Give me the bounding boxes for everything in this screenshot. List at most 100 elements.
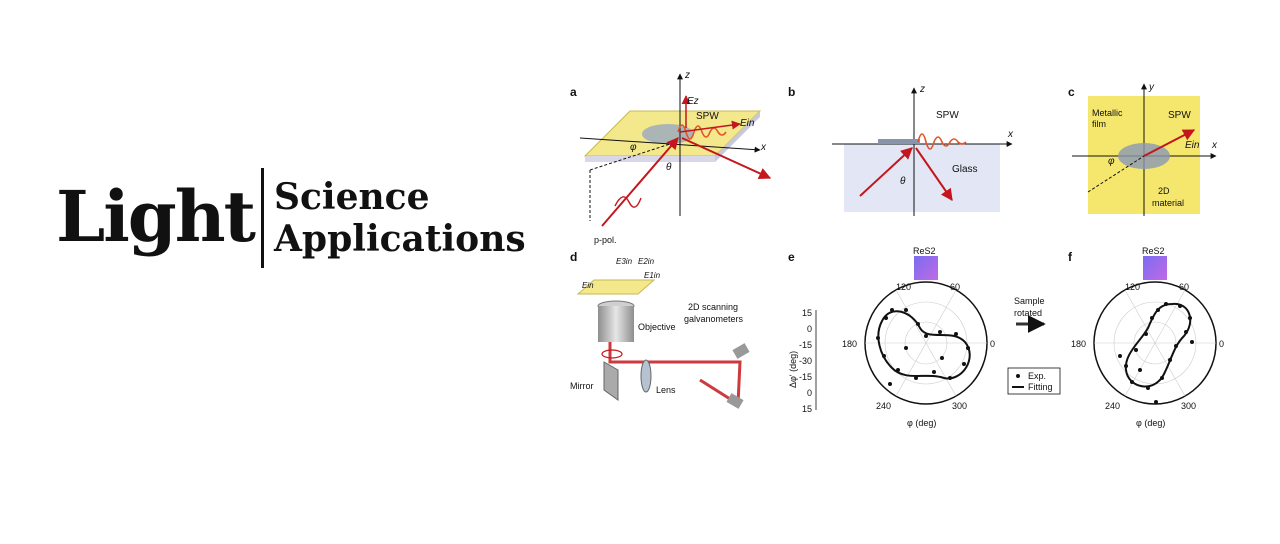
figure-svg: a b c d e f z x Ez SPW Ein φ θ p-pol. z … bbox=[570, 70, 1224, 428]
legend-box bbox=[1007, 367, 1061, 395]
res2-inset-e bbox=[914, 256, 938, 280]
galvo-mirror-2 bbox=[726, 393, 744, 409]
e2-label-d: E2in bbox=[638, 257, 655, 266]
angle-240-e: 240 bbox=[876, 401, 891, 411]
objective-label: Objective bbox=[638, 322, 676, 332]
angle-0-e: 0 bbox=[990, 339, 995, 349]
reflected-beam bbox=[681, 137, 772, 179]
panel-c: y x Metallic film SPW Ein φ 2D material bbox=[1072, 82, 1218, 216]
angle-180-e: 180 bbox=[842, 339, 857, 349]
theta-label-a: θ bbox=[666, 162, 672, 173]
glass-label: Glass bbox=[952, 164, 978, 175]
2d-label-c: 2D bbox=[1158, 186, 1170, 196]
y-axis-label-c: y bbox=[1148, 82, 1155, 93]
e1-label-d: E1in bbox=[644, 271, 661, 280]
dashed-guide-projection bbox=[589, 143, 671, 171]
angle-120-f: 120 bbox=[1125, 282, 1140, 292]
lens bbox=[640, 359, 652, 393]
logo-divider bbox=[261, 168, 264, 268]
angle-240-f: 240 bbox=[1105, 401, 1120, 411]
angle-120-e: 120 bbox=[896, 282, 911, 292]
res2-label-e: ReS2 bbox=[913, 246, 936, 256]
ein-arrow-c bbox=[1143, 129, 1196, 157]
y-tick-e: 15 bbox=[802, 404, 812, 414]
panel-b: z x SPW Glass θ bbox=[832, 84, 1014, 216]
ein-label: Ein bbox=[740, 118, 755, 129]
panel-letter-a: a bbox=[570, 85, 577, 99]
2d-material-flake bbox=[642, 124, 694, 144]
x-axis-label-c: x bbox=[1211, 140, 1218, 151]
y-tick-e: 0 bbox=[807, 388, 812, 398]
incident-beam bbox=[601, 137, 679, 227]
p-pol-label: p-pol. bbox=[594, 235, 617, 245]
exp-points-f bbox=[1118, 302, 1194, 404]
legend-exp-label: Exp. bbox=[1028, 371, 1046, 381]
panel-letter-c: c bbox=[1068, 85, 1075, 99]
spw-wave-b bbox=[917, 133, 967, 150]
x-axis-label-e: φ (deg) bbox=[907, 418, 936, 428]
y-tick-e: 0 bbox=[807, 324, 812, 334]
sample-rotated-annotation: Sample rotated bbox=[1014, 296, 1046, 333]
panel-d: Ein E3in E2in E1in Objective 2D scanning… bbox=[570, 257, 750, 409]
lens-label: Lens bbox=[656, 385, 676, 395]
logo-light-wordmark: Light bbox=[56, 175, 256, 258]
glass-substrate bbox=[844, 144, 1000, 212]
angle-60-f: 60 bbox=[1179, 282, 1189, 292]
fitting-curve-f bbox=[1124, 302, 1192, 388]
metallic-label: Metallic bbox=[1092, 108, 1123, 118]
e3-label-d: E3in bbox=[616, 257, 633, 266]
spw-label-c: SPW bbox=[1168, 110, 1191, 121]
phi-label-c: φ bbox=[1108, 156, 1115, 167]
journal-logo: Light Science Applications bbox=[56, 168, 546, 278]
p-pol-wave bbox=[614, 196, 642, 208]
panel-f: ReS2 120 60 180 0 240 300 φ (deg) bbox=[1071, 246, 1224, 428]
panel-letter-d: d bbox=[570, 250, 577, 264]
phi-label-a: φ bbox=[630, 142, 637, 153]
res2-inset-f bbox=[1143, 256, 1167, 280]
spw-label-b: SPW bbox=[936, 110, 959, 121]
y-ticks-e: 15 0 -15 -30 -15 0 15 bbox=[799, 308, 812, 414]
z-axis-label: z bbox=[684, 70, 690, 81]
y-axis-label-e: Δφ' (deg) bbox=[788, 351, 798, 388]
x-axis-label-b: x bbox=[1007, 129, 1014, 140]
2d-material-b bbox=[878, 139, 920, 144]
angle-0-f: 0 bbox=[1219, 339, 1224, 349]
angle-180-f: 180 bbox=[1071, 339, 1086, 349]
x-axis-label: x bbox=[760, 142, 767, 153]
film-label: film bbox=[1092, 119, 1106, 129]
panel-letter-e: e bbox=[788, 250, 795, 264]
objective-lens-body bbox=[598, 306, 634, 342]
theta-label-b: θ bbox=[900, 176, 906, 187]
rotated-label: rotated bbox=[1014, 308, 1042, 318]
z-axis-label-b: z bbox=[919, 84, 925, 95]
y-tick-e: 15 bbox=[802, 308, 812, 318]
panel-e: ReS2 120 60 180 0 240 300 15 0 -15 -30 -… bbox=[788, 246, 995, 428]
dashed-phi-line-c bbox=[1087, 155, 1145, 193]
panel-a: z x Ez SPW Ein φ θ p-pol. bbox=[579, 70, 772, 245]
logo-science: Science bbox=[274, 176, 430, 218]
ein-arrow bbox=[679, 120, 741, 133]
rotation-indicator bbox=[601, 349, 623, 359]
spw-label: SPW bbox=[696, 111, 719, 122]
substrate-edge bbox=[585, 156, 715, 162]
legend-fitting-label: Fitting bbox=[1028, 382, 1053, 392]
scanning-label: 2D scanning bbox=[688, 302, 738, 312]
polar-diag-line-f2 bbox=[1124, 289, 1186, 397]
panel-letter-b: b bbox=[788, 85, 795, 99]
sample-plate-d bbox=[576, 279, 656, 295]
angle-60-e: 60 bbox=[950, 282, 960, 292]
incident-beam-b bbox=[859, 147, 913, 197]
logo-applications: Applications bbox=[274, 218, 526, 260]
laser-path bbox=[608, 342, 742, 407]
mirror bbox=[603, 361, 619, 401]
material-label-c: material bbox=[1152, 198, 1184, 208]
legend: Exp. Fitting bbox=[1007, 367, 1061, 395]
exp-points-e bbox=[876, 308, 970, 386]
reflected-beam-b bbox=[915, 147, 953, 201]
ein-label-c: Ein bbox=[1185, 140, 1200, 151]
sample-label: Sample bbox=[1014, 296, 1045, 306]
mirror-label: Mirror bbox=[570, 381, 594, 391]
spw-wave bbox=[677, 124, 727, 140]
res2-label-f: ReS2 bbox=[1142, 246, 1165, 256]
x-axis-label-f: φ (deg) bbox=[1136, 418, 1165, 428]
